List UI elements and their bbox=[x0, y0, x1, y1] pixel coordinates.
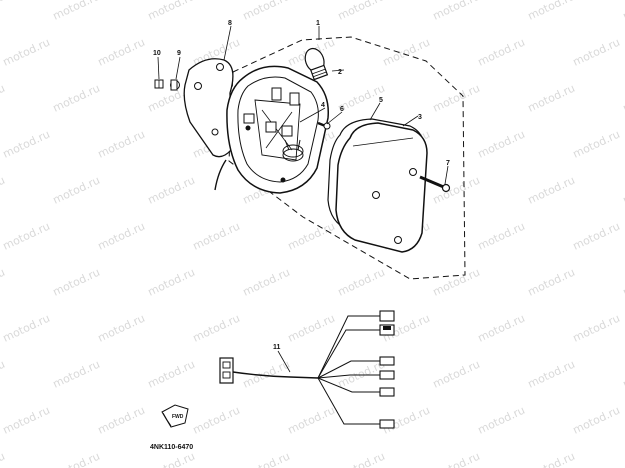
watermark-text: motod.ru bbox=[146, 0, 197, 23]
watermark-text: motod.ru bbox=[526, 0, 577, 23]
watermark-text: motod.ru bbox=[146, 450, 197, 468]
watermark-text: motod.ru bbox=[526, 266, 577, 299]
watermark-text: motod.ru bbox=[146, 174, 197, 207]
callout-6: 6 bbox=[340, 106, 344, 113]
watermark-text: motod.ru bbox=[526, 358, 577, 391]
watermark-text: motod.ru bbox=[431, 0, 482, 23]
watermark-text: motod.ru bbox=[241, 450, 292, 468]
callout-2: 2 bbox=[338, 69, 342, 76]
watermark-text: motod.ru bbox=[621, 82, 625, 115]
watermark-text: motod.ru bbox=[571, 128, 622, 161]
nut-10 bbox=[154, 79, 164, 89]
callout-8: 8 bbox=[228, 20, 232, 27]
watermark-text: motod.ru bbox=[336, 450, 387, 468]
lamp-housing bbox=[226, 65, 330, 194]
watermark-text: motod.ru bbox=[526, 450, 577, 468]
watermark-text: motod.ru bbox=[96, 312, 147, 345]
watermark-text: motod.ru bbox=[0, 358, 7, 391]
watermark-text: motod.ru bbox=[0, 0, 7, 23]
watermark-text: motod.ru bbox=[526, 82, 577, 115]
watermark-text: motod.ru bbox=[476, 312, 527, 345]
watermark-text: motod.ru bbox=[286, 404, 337, 437]
lens bbox=[335, 122, 428, 253]
watermark-text: motod.ru bbox=[51, 266, 102, 299]
watermark-text: motod.ru bbox=[431, 358, 482, 391]
watermark-text: motod.ru bbox=[0, 266, 7, 299]
callout-3: 3 bbox=[418, 114, 422, 121]
watermark-text: motod.ru bbox=[51, 174, 102, 207]
bulb bbox=[304, 47, 329, 81]
watermark-text: motod.ru bbox=[241, 0, 292, 23]
watermark-text: motod.ru bbox=[191, 404, 242, 437]
callout-9: 9 bbox=[177, 50, 181, 57]
watermark-text: motod.ru bbox=[96, 128, 147, 161]
diagram-code: 4NK110-6470 bbox=[150, 444, 193, 451]
watermark-text: motod.ru bbox=[146, 266, 197, 299]
watermark-text: motod.ru bbox=[1, 220, 52, 253]
callout-7: 7 bbox=[446, 160, 450, 167]
watermark-text: motod.ru bbox=[286, 312, 337, 345]
wiring-harness bbox=[219, 310, 395, 429]
watermark-text: motod.ru bbox=[621, 0, 625, 23]
watermark-text: motod.ru bbox=[621, 358, 625, 391]
leader-lines bbox=[157, 25, 449, 373]
svg-text:FWD: FWD bbox=[172, 414, 184, 420]
watermark-text: motod.ru bbox=[336, 358, 387, 391]
watermark-text: motod.ru bbox=[191, 312, 242, 345]
watermark-text: motod.ru bbox=[191, 220, 242, 253]
watermark-text: motod.ru bbox=[431, 266, 482, 299]
screw-6 bbox=[317, 121, 331, 130]
watermark-text: motod.ru bbox=[431, 174, 482, 207]
watermark-text: motod.ru bbox=[336, 0, 387, 23]
callout-5: 5 bbox=[379, 97, 383, 104]
callout-1: 1 bbox=[316, 20, 320, 27]
watermark-text: motod.ru bbox=[241, 266, 292, 299]
gasket-plate bbox=[183, 58, 234, 158]
callout-10: 10 bbox=[153, 50, 161, 57]
watermark-text: motod.ru bbox=[96, 36, 147, 69]
callout-4: 4 bbox=[321, 102, 325, 109]
watermark-text: motod.ru bbox=[51, 82, 102, 115]
watermark-text: motod.ru bbox=[1, 312, 52, 345]
watermark-text: motod.ru bbox=[51, 0, 102, 23]
watermark-text: motod.ru bbox=[476, 220, 527, 253]
watermark-text: motod.ru bbox=[431, 82, 482, 115]
assembly-boundary bbox=[228, 36, 466, 280]
watermark-text: motod.ru bbox=[0, 82, 7, 115]
watermark-text: motod.ru bbox=[476, 36, 527, 69]
watermark-text: motod.ru bbox=[0, 174, 7, 207]
watermark-text: motod.ru bbox=[476, 404, 527, 437]
watermark-text: motod.ru bbox=[381, 36, 432, 69]
watermark-text: motod.ru bbox=[571, 36, 622, 69]
watermark-text: motod.ru bbox=[621, 266, 625, 299]
watermark-text: motod.ru bbox=[526, 174, 577, 207]
front-arrow-icon: FWD bbox=[161, 404, 189, 428]
watermark-text: motod.ru bbox=[336, 266, 387, 299]
watermark-text: motod.ru bbox=[96, 404, 147, 437]
watermark-text: motod.ru bbox=[476, 128, 527, 161]
watermark-text: motod.ru bbox=[51, 358, 102, 391]
callout-11: 11 bbox=[273, 344, 281, 351]
watermark-text: motod.ru bbox=[1, 36, 52, 69]
watermark-text: motod.ru bbox=[1, 128, 52, 161]
watermark-text: motod.ru bbox=[1, 404, 52, 437]
watermark-text: motod.ru bbox=[571, 220, 622, 253]
watermark-text: motod.ru bbox=[431, 450, 482, 468]
watermark-text: motod.ru bbox=[571, 312, 622, 345]
watermark-text: motod.ru bbox=[286, 220, 337, 253]
watermark-text: motod.ru bbox=[621, 450, 625, 468]
watermark-text: motod.ru bbox=[51, 450, 102, 468]
watermark-text: motod.ru bbox=[0, 450, 7, 468]
washer-9 bbox=[170, 79, 180, 91]
watermark-text: motod.ru bbox=[96, 220, 147, 253]
watermark-text: motod.ru bbox=[621, 174, 625, 207]
watermark-text: motod.ru bbox=[571, 404, 622, 437]
screw-7 bbox=[419, 175, 451, 193]
lead-wire bbox=[214, 159, 227, 191]
watermark-text: motod.ru bbox=[146, 358, 197, 391]
